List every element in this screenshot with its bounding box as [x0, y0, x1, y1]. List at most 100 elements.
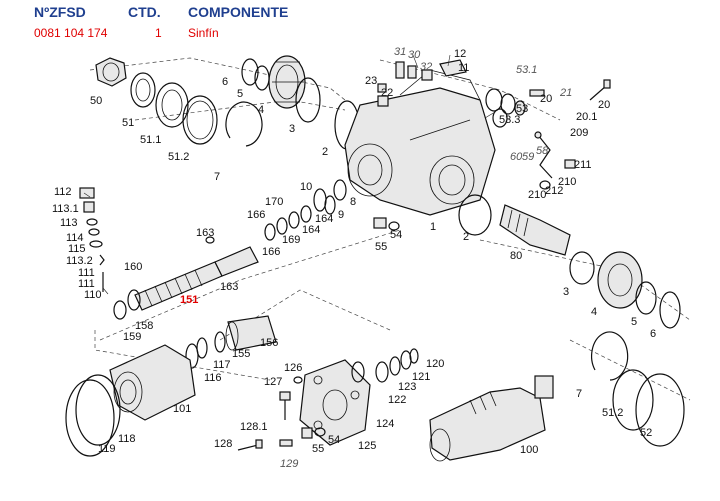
callout-20-right: 20	[598, 99, 610, 111]
part-ring-116[interactable]	[185, 343, 199, 369]
part-ring-9[interactable]	[324, 195, 336, 215]
part-plug-22[interactable]	[377, 95, 389, 107]
part-plug-55[interactable]	[373, 217, 387, 229]
callout-101: 101	[173, 403, 191, 415]
callout-151[interactable]: 151	[180, 294, 198, 306]
part-valve-stack-30-32[interactable]	[395, 61, 433, 81]
part-bearing-4b[interactable]	[597, 251, 643, 309]
exploded-parts-diagram: 50 51 51.1 51.2 7 6 5 4 3 2 31 30 32 12 …	[52, 46, 691, 470]
callout-3-b: 3	[563, 286, 569, 298]
part-snap-ring-7b[interactable]	[591, 331, 629, 381]
part-cylinder-housing-101[interactable]	[109, 344, 196, 421]
callout-211: 211	[574, 159, 592, 171]
part-ring-6[interactable]	[241, 58, 259, 86]
part-cover-125[interactable]	[299, 359, 371, 446]
part-code[interactable]: 0081 104 174	[34, 26, 108, 40]
callout-80: 80	[510, 250, 522, 262]
callout-110: 110	[84, 289, 102, 301]
callout-111-b: 111	[78, 278, 95, 290]
callout-53-1: 53.1	[516, 64, 537, 76]
part-sleeve-156[interactable]	[225, 315, 277, 351]
callout-210: 210	[558, 176, 576, 188]
part-seal-53-3[interactable]	[492, 108, 508, 128]
part-clip-209[interactable]	[534, 131, 553, 179]
part-bearing-51-1[interactable]	[155, 82, 189, 128]
part-ring-3[interactable]	[295, 77, 321, 123]
callout-51-1: 51.1	[140, 134, 161, 146]
callout-2-b: 2	[463, 231, 469, 243]
callout-32: 32	[420, 61, 432, 73]
part-screw-20[interactable]	[529, 79, 611, 101]
part-ring-10[interactable]	[313, 188, 327, 212]
part-ring-6b[interactable]	[659, 291, 681, 329]
part-ring-163[interactable]	[205, 236, 215, 244]
part-plug-23[interactable]	[377, 83, 387, 93]
callout-20-1: 20.1	[576, 111, 597, 123]
callout-51-2: 51.2	[168, 151, 189, 163]
part-o-ring-2b[interactable]	[458, 194, 492, 236]
part-washer-54b[interactable]	[314, 427, 326, 437]
callout-156: 156	[260, 337, 278, 349]
part-pin-129[interactable]	[279, 439, 293, 447]
part-seal-53[interactable]	[485, 88, 526, 116]
callout-55-b: 55	[312, 443, 324, 455]
part-housing-1[interactable]	[344, 69, 496, 216]
part-cover-52[interactable]	[635, 373, 685, 447]
callout-158: 158	[135, 320, 153, 332]
part-washer-126[interactable]	[293, 376, 303, 384]
callout-20: 20	[540, 93, 552, 105]
part-worm-151[interactable]	[134, 246, 259, 311]
part-plug-55b[interactable]	[301, 427, 313, 439]
part-name[interactable]: Sinfín	[188, 26, 219, 40]
callout-31: 31	[394, 46, 406, 58]
part-nut-50[interactable]	[95, 57, 127, 87]
callout-111: 111	[78, 267, 95, 279]
part-ring-160[interactable]	[127, 289, 141, 311]
part-seal-stack-120-124[interactable]	[351, 348, 419, 383]
callout-116: 116	[204, 372, 222, 384]
part-piston-rack-100[interactable]	[429, 375, 554, 462]
callout-30: 30	[408, 49, 421, 61]
column-header-code: NºZFSD	[34, 4, 86, 20]
callout-53: 53	[516, 103, 528, 115]
part-cover-plate-12[interactable]	[439, 59, 467, 77]
part-sector-shaft-80[interactable]	[499, 204, 571, 256]
callout-labels: 50 51 51.1 51.2 7 6 5 4 3 2 31 30 32 12 …	[52, 46, 656, 470]
part-ring-5b[interactable]	[635, 281, 657, 315]
part-snap-ring-7[interactable]	[225, 101, 263, 147]
part-ring-3b[interactable]	[569, 251, 595, 285]
callout-113-1: 113.1	[52, 203, 79, 215]
callout-54: 54	[390, 229, 402, 241]
column-header-quantity: CTD.	[128, 4, 161, 20]
part-ring-51[interactable]	[130, 72, 156, 108]
part-seal-stack-164-170[interactable]	[264, 205, 312, 241]
part-fitting-stack-112-110[interactable]	[79, 187, 105, 292]
callout-128-1: 128.1	[240, 421, 268, 433]
callout-155: 155	[232, 348, 250, 360]
part-bolt-127[interactable]	[279, 391, 291, 420]
callout-10: 10	[300, 181, 312, 193]
part-ring-51-2b[interactable]	[612, 369, 654, 431]
callout-54-b: 54	[328, 434, 340, 446]
part-roller-bearing-4[interactable]	[268, 55, 306, 109]
part-ring-8[interactable]	[333, 179, 347, 201]
callout-119: 119	[98, 443, 116, 455]
part-washer-54[interactable]	[388, 221, 400, 231]
part-ring-119[interactable]	[65, 379, 115, 457]
callout-209: 209	[570, 127, 588, 139]
callout-53-3: 53.3	[499, 114, 520, 126]
part-screw-128[interactable]	[237, 439, 263, 451]
part-washer-210[interactable]	[539, 180, 551, 190]
callout-128: 128	[214, 438, 232, 450]
part-ring-155[interactable]	[214, 331, 226, 353]
part-bolt-211[interactable]	[564, 159, 576, 169]
callout-129: 129	[280, 458, 298, 470]
callout-8: 8	[350, 196, 356, 208]
callout-160: 160	[124, 261, 142, 273]
callout-51-2-b: 51.2	[602, 407, 623, 419]
part-ring-118[interactable]	[75, 374, 121, 446]
callout-6: 6	[222, 76, 228, 88]
part-seal-158[interactable]	[113, 300, 127, 320]
callout-113: 113	[60, 217, 78, 229]
part-ring-51-2[interactable]	[182, 95, 218, 145]
